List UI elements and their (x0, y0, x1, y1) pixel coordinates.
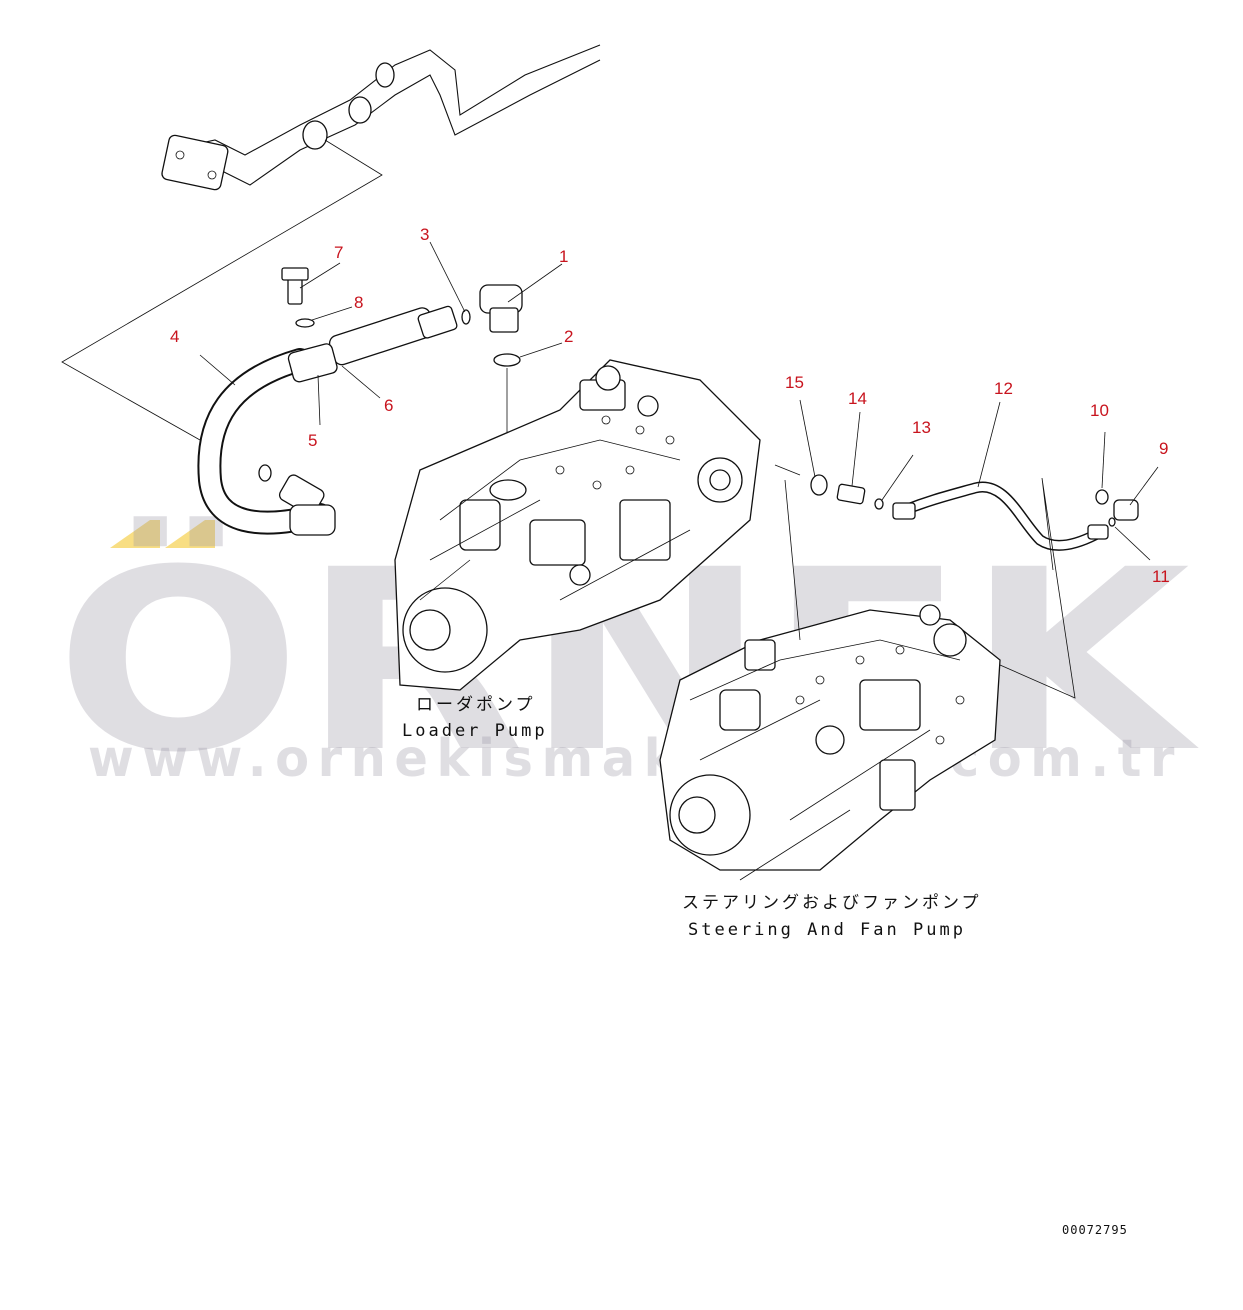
leader-lines (199, 241, 1159, 561)
captions: ローダポンプ Loader Pump ステアリングおよびファンポンプ Steer… (402, 695, 1128, 1237)
callout-13: 13 (912, 418, 931, 437)
elbow-fitting-9 (1113, 499, 1139, 521)
o-ring-11 (1108, 517, 1116, 527)
drawing-code: 00072795 (1062, 1223, 1128, 1237)
pipe-fitting (348, 96, 372, 124)
watermark-url: www.ornekismakinalari.com.tr (88, 729, 1183, 789)
pipe-fitting (375, 62, 395, 88)
o-ring-13 (874, 498, 884, 510)
top-pipe-assembly (61, 44, 601, 441)
callout-15: 15 (785, 373, 804, 392)
callout-7: 7 (334, 243, 343, 262)
bolt-head (281, 267, 309, 281)
callout-14: 14 (848, 389, 867, 408)
pipe-fitting (302, 120, 328, 150)
callout-11: 11 (1152, 567, 1170, 586)
o-ring (258, 464, 272, 482)
hose-clamp (287, 343, 338, 383)
callout-4: 4 (170, 327, 179, 346)
o-ring-10 (1095, 489, 1109, 505)
o-ring-15 (810, 474, 828, 496)
callout-5: 5 (308, 431, 317, 450)
callout-8: 8 (354, 293, 363, 312)
callout-1: 1 (559, 247, 568, 266)
fitting-group (461, 284, 523, 470)
loader-pump-label-en: Loader Pump (402, 721, 548, 741)
watermark-accent-left (110, 520, 160, 548)
callout-10: 10 (1090, 401, 1109, 420)
loader-pump (394, 359, 761, 691)
callout-9: 9 (1159, 439, 1168, 458)
hose-end-fitting (892, 502, 916, 520)
steering-pump-label-en: Steering And Fan Pump (688, 920, 966, 940)
steering-pump-label-jp: ステアリングおよびファンポンプ (682, 893, 982, 913)
hose-4-assembly (197, 267, 458, 536)
callout-3: 3 (420, 225, 429, 244)
hose-end-fitting (1087, 524, 1109, 540)
elbow-fitting (289, 504, 336, 536)
callout-2: 2 (564, 327, 573, 346)
fitting-1-body (489, 307, 519, 333)
steering-fan-pump (659, 604, 1001, 881)
flange-plate (161, 134, 229, 191)
watermark-accent-right (165, 520, 215, 548)
callout-6: 6 (384, 396, 393, 415)
hose-end-fitting (417, 305, 458, 339)
o-ring-3 (461, 309, 471, 325)
o-ring-2 (493, 353, 521, 367)
callout-12: 12 (994, 379, 1013, 398)
hose-12-assembly (774, 464, 1139, 699)
connector-14 (836, 483, 866, 505)
washer (295, 318, 315, 328)
callouts: 1 2 3 4 5 6 7 8 9 10 11 12 13 14 15 (170, 225, 1170, 586)
loader-pump-label-jp: ローダポンプ (416, 695, 536, 715)
